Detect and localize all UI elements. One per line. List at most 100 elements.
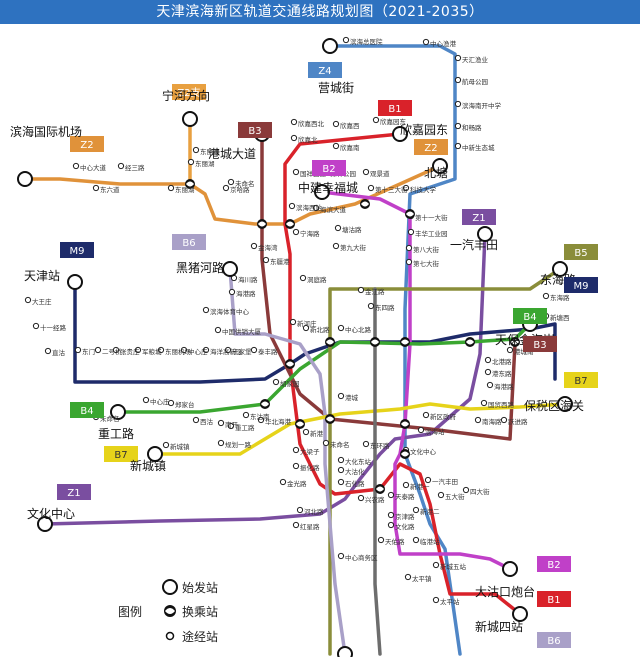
station-stop: [462, 486, 470, 494]
station-name: 东六道: [100, 185, 120, 194]
stop-markers: [17, 36, 573, 657]
station-stop: [227, 422, 235, 430]
station-name: 太平站: [440, 597, 460, 606]
line-tag-badge: [513, 308, 547, 324]
station-stop: [542, 292, 550, 300]
route-B1: [283, 132, 522, 616]
station-stop: [250, 346, 258, 354]
terminal-station-name: 天津站: [24, 269, 60, 283]
station-stop: [432, 561, 440, 569]
station-stop: [192, 416, 200, 424]
station-stop: [217, 439, 225, 447]
station-stop: [387, 521, 395, 529]
station-name: 一汽丰田: [432, 477, 458, 486]
station-name: 新港: [310, 429, 324, 438]
station-name: 东海路: [550, 293, 570, 302]
transfer-swirl: [371, 339, 379, 345]
route-B6: [228, 267, 347, 656]
station-stop: [117, 162, 125, 170]
station-name: 红星路: [300, 522, 320, 531]
station-stop: [362, 440, 370, 448]
station-name: 中心北路: [345, 325, 372, 334]
terminal-station-name: 新城镇: [130, 458, 166, 473]
station-stop: [242, 411, 250, 419]
station-labels: 滨海总医院中心渔港天汇渔业航母公园滨海南开中学和畅路中新生态城欣嘉西北欣嘉西欣嘉…: [32, 37, 570, 606]
station-name: 海川路: [238, 275, 258, 284]
station-name: 北港路: [492, 357, 512, 366]
transfer-swirl: [401, 421, 409, 427]
transfer-swirl: [286, 221, 294, 227]
line-tag-Z1: Z1 一汽丰田: [450, 209, 498, 252]
line-tag-badge: [308, 62, 342, 78]
terminal-station-name: 欣嘉园东: [400, 123, 448, 137]
line-tag-label: B4: [80, 406, 93, 417]
station-stop: [387, 491, 395, 499]
station-name: 东丽湖: [195, 159, 215, 168]
terminal-station: [477, 226, 493, 242]
station-stop: [362, 168, 370, 176]
station-stop: [412, 536, 420, 544]
station-name: 未命名: [100, 414, 120, 423]
station-stop: [377, 536, 385, 544]
transfer-swirl: [261, 401, 269, 407]
station-stop: [332, 242, 340, 250]
legend-terminal-label: 始发站: [182, 580, 218, 595]
station-name: 第九大街: [340, 243, 367, 252]
line-tag-label: B3: [533, 340, 546, 351]
station-name: 直沽: [52, 348, 66, 357]
station-name: 经三路: [125, 163, 145, 172]
station-name: 新港一: [410, 482, 430, 491]
terminal-station-name: 一汽丰田: [450, 237, 498, 252]
station-stop: [292, 228, 300, 236]
station-name: 华北海港: [265, 417, 292, 426]
station-name: 滨海体育中心: [210, 307, 250, 316]
station-name: 新港二: [420, 507, 440, 516]
station-stop: [228, 288, 236, 296]
station-name: 新区政府: [430, 412, 457, 421]
station-stop: [422, 38, 430, 46]
station-name: 东沽南: [250, 412, 270, 421]
station-stop: [412, 506, 420, 514]
station-name: 滨海西站: [296, 203, 323, 212]
line-tag-label: Z2: [80, 140, 93, 151]
station-stop: [402, 184, 410, 192]
line-tag-label: B3: [248, 126, 261, 137]
station-name: 天汇渔业: [462, 55, 489, 64]
station-name: 二号桥: [102, 347, 122, 356]
legend-transfer-swirl: [165, 608, 175, 614]
terminal-station: [502, 561, 518, 577]
route-B5: [328, 267, 562, 656]
transfer-swirl: [286, 361, 294, 367]
legend-stop-symbol: [165, 631, 175, 641]
station-stop: [167, 399, 175, 407]
station-name: 东四路: [375, 303, 395, 312]
line-tag-badge: [238, 122, 272, 138]
station-name: 宁海路: [300, 229, 320, 238]
station-stop: [302, 428, 310, 436]
line-tag-badge: [172, 84, 206, 100]
station-stop: [417, 426, 425, 434]
station-stop: [405, 244, 413, 252]
station-name: 五大街: [445, 492, 465, 501]
transfer-swirl: [186, 181, 194, 187]
line-tag-badge: [537, 632, 571, 648]
station-name: 张贵庄: [120, 347, 140, 356]
transfer-swirl: [258, 221, 266, 227]
line-tag-label: Z1: [472, 213, 485, 224]
station-stop: [506, 346, 514, 354]
station-stop: [454, 54, 462, 62]
map-title: 天津滨海新区轨道交通线路规划图（2021-2035）: [0, 0, 640, 24]
station-name: 港城: [345, 393, 359, 402]
transfer-swirl: [296, 421, 304, 427]
line-tag-B6: B6临港生活区: [537, 632, 571, 648]
legend-title: 图例: [118, 605, 142, 619]
terminal-station: [67, 274, 83, 290]
station-name: 塘沽路: [342, 225, 362, 234]
station-name: 滨海站: [425, 427, 445, 436]
